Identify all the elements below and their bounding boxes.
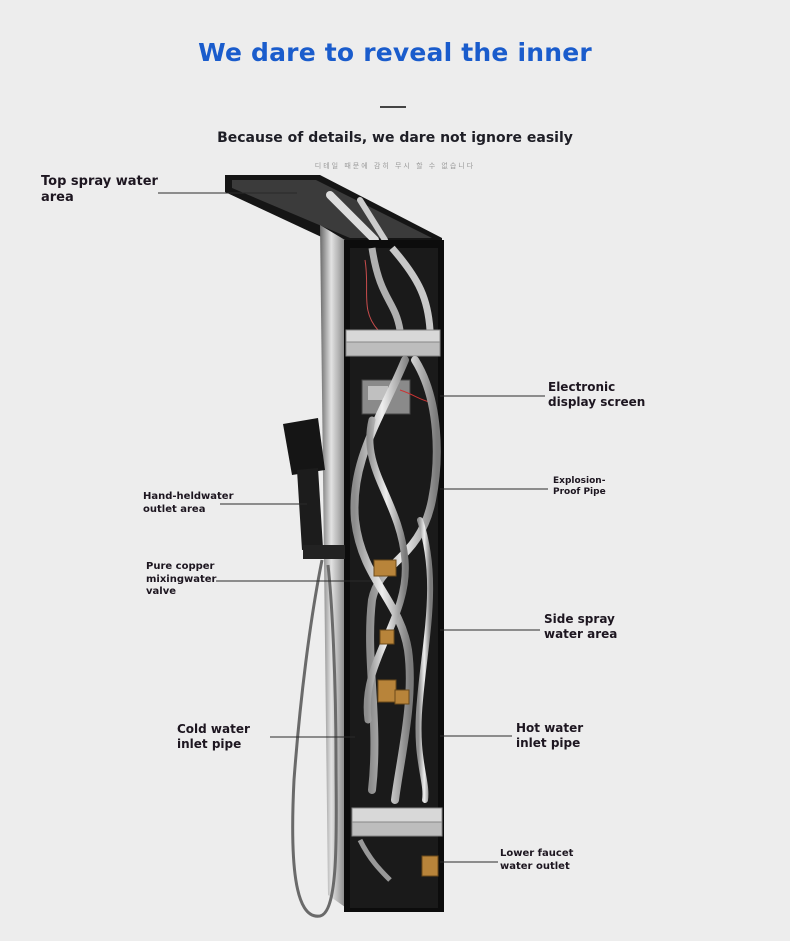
leader-lines: [158, 192, 548, 863]
label-hot-inlet: Hot water inlet pipe: [516, 721, 584, 750]
label-explosion-pipe: Explosion- Proof Pipe: [553, 476, 606, 498]
label-side-spray: Side spray water area: [544, 612, 618, 641]
bracket-lower: [351, 807, 443, 823]
label-lower-faucet: Lower faucet water outlet: [500, 848, 574, 872]
upper-cavity: [364, 245, 434, 331]
handheld-shower: [283, 418, 345, 918]
label-cold-inlet: Cold water inlet pipe: [177, 722, 250, 751]
page-subtitle: Because of details, we dare not ignore e…: [217, 130, 573, 146]
internal-hoses: [350, 356, 441, 804]
bracket-upper: [345, 329, 441, 343]
lower-cavity: [357, 838, 392, 882]
title-divider: [380, 106, 406, 108]
label-handheld-outlet: Hand-heldwater outlet area: [143, 491, 234, 515]
korean-caption: 디테일 때문에 감히 무시 할 수 없습니다: [314, 162, 476, 170]
label-top-spray: Top spray water area: [41, 174, 158, 206]
label-copper-valve: Pure copper mixingwater valve: [146, 561, 217, 597]
label-display-screen: Electronic display screen: [548, 380, 646, 409]
brass-fittings: [373, 559, 439, 877]
page-title: We dare to reveal the inner: [198, 38, 592, 67]
